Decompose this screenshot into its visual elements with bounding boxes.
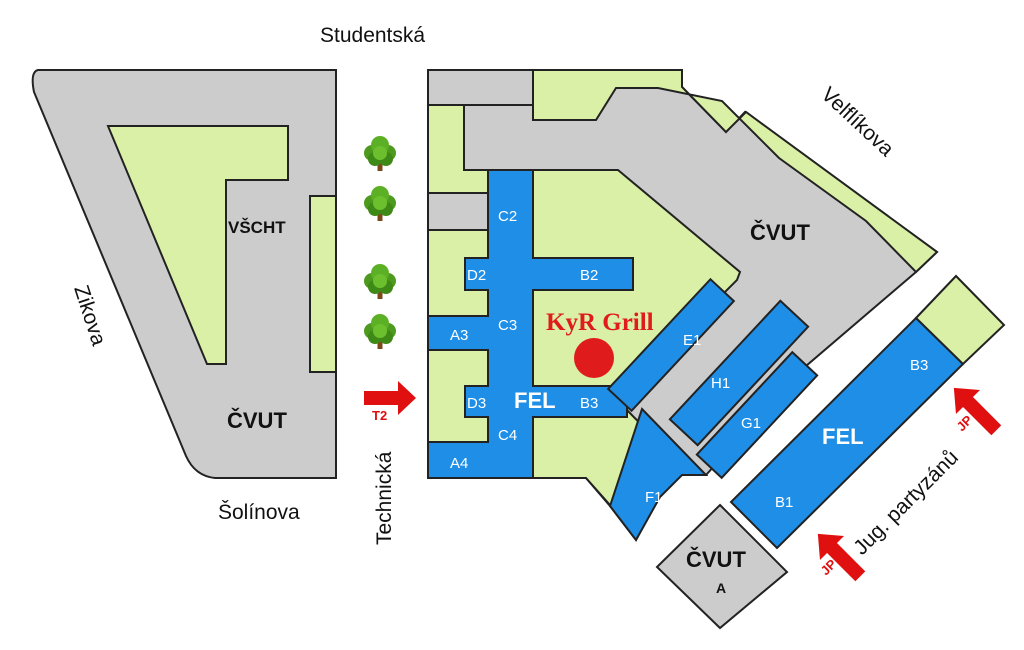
wing-f1-label: F1 [645, 489, 663, 506]
wing-e1-label: E1 [683, 332, 701, 349]
street-solinova: Šolínova [218, 501, 300, 524]
wing-a3-label: A3 [450, 327, 468, 344]
lawn-northeast [532, 69, 939, 274]
street-studentska: Studentská [320, 24, 425, 47]
fel-main-label: FEL [514, 388, 556, 413]
cvut-a-building [655, 503, 789, 630]
wing-h1-label: H1 [711, 375, 730, 392]
wing-f1-block [608, 407, 709, 542]
fel-central-wing [427, 169, 634, 479]
wing-c2-label: C2 [498, 208, 517, 225]
cvut-a-block: ČVUT A [655, 503, 789, 630]
wing-h1-block [668, 299, 810, 447]
lawn-east-corner [914, 274, 1006, 366]
vscht-strip [309, 195, 337, 373]
arrow-right-icon[interactable] [364, 381, 416, 415]
wing-a4-label: A4 [450, 455, 468, 472]
tree-icon [364, 136, 396, 171]
arrow-upleft-icon[interactable] [942, 376, 1008, 442]
wing-d3-label: D3 [467, 395, 486, 412]
wing-b2-label: B2 [580, 267, 598, 284]
tree-icon [364, 186, 396, 221]
southeast-block: B3 B1 FEL [729, 274, 1006, 550]
street-jug-partyzanu: Jug. partyzánů [849, 446, 963, 560]
cvut-east-label: ČVUT [750, 220, 810, 245]
wing-g1-label: G1 [741, 415, 761, 432]
street-technicka: Technická [373, 451, 396, 545]
poi-label: KyR Grill [546, 309, 654, 336]
street-zikova: Zikova [69, 282, 110, 348]
arrow-upleft-icon[interactable] [806, 522, 872, 588]
vscht-courtyard [106, 125, 289, 365]
wing-b3-east-label: B3 [910, 357, 928, 374]
poi-marker-icon[interactable] [574, 338, 614, 378]
entrance-jp-upper[interactable]: JP [942, 376, 1008, 442]
west-block: VŠCHT ČVUT [31, 69, 337, 479]
vscht-label: VŠCHT [228, 218, 286, 237]
kyr-grill-poi[interactable]: KyR Grill [546, 309, 654, 378]
cvut-a-letter: A [716, 580, 726, 596]
entrance-t2-label: T2 [372, 408, 387, 423]
wing-c3-label: C3 [498, 317, 517, 334]
tree-icon [364, 314, 396, 349]
wing-e1-block [606, 277, 736, 413]
fel-east-label: FEL [822, 424, 864, 449]
west-gray-gap [427, 192, 489, 231]
wing-c4-label: C4 [498, 427, 517, 444]
entrance-t2[interactable]: T2 [364, 381, 416, 423]
wing-b1-label: B1 [775, 494, 793, 511]
main-block: C2 D2 B2 A3 C3 D3 B3 C4 A4 FEL E1 H1 G1 … [427, 69, 939, 542]
cvut-west-label: ČVUT [227, 408, 287, 433]
wing-b3-label: B3 [580, 395, 598, 412]
trees [364, 136, 396, 349]
wing-d2-label: D2 [467, 267, 486, 284]
wing-g1-block [695, 350, 819, 480]
tree-icon [364, 264, 396, 299]
street-velflikova: Velflíkova [817, 83, 899, 161]
cvut-a-label: ČVUT [686, 547, 746, 572]
